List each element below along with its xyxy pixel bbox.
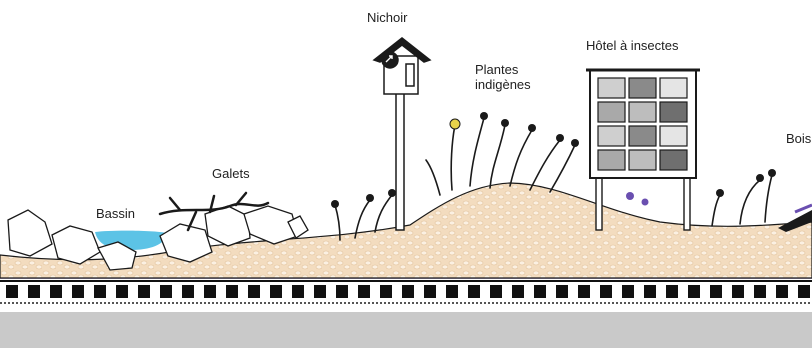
label-plantes-line1: Plantes — [475, 62, 531, 77]
drainage-block — [446, 285, 458, 298]
drainage-block — [138, 285, 150, 298]
hotel-cell — [660, 126, 687, 146]
drainage-block — [468, 285, 480, 298]
label-galets: Galets — [212, 166, 250, 181]
drainage-block — [688, 285, 700, 298]
drainage-block — [358, 285, 370, 298]
drainage-block — [314, 285, 326, 298]
birdhouse-icon — [374, 38, 430, 230]
hotel-cell — [660, 78, 687, 98]
drainage-block — [600, 285, 612, 298]
hotel-cell — [629, 126, 656, 146]
hotel-cell — [598, 78, 625, 98]
drainage-block — [380, 285, 392, 298]
drainage-block — [204, 285, 216, 298]
drainage-blocks — [6, 285, 810, 298]
drainage-block — [116, 285, 128, 298]
drainage-block — [644, 285, 656, 298]
drainage-block — [776, 285, 788, 298]
drainage-block — [490, 285, 502, 298]
ground-base — [0, 312, 812, 348]
drainage-block — [798, 285, 810, 298]
drainage-block — [578, 285, 590, 298]
drainage-block — [50, 285, 62, 298]
hotel-cell — [629, 78, 656, 98]
hotel-cell — [629, 102, 656, 122]
label-bassin: Bassin — [96, 206, 135, 221]
drainage-block — [732, 285, 744, 298]
label-plantes-line2: indigènes — [475, 77, 531, 92]
hotel-cell — [598, 102, 625, 122]
drainage-block — [336, 285, 348, 298]
drainage-block — [534, 285, 546, 298]
drainage-block — [424, 285, 436, 298]
hotel-cell — [598, 126, 625, 146]
drainage-block — [182, 285, 194, 298]
drainage-block — [512, 285, 524, 298]
hotel-cell — [598, 150, 625, 170]
drainage-block — [270, 285, 282, 298]
drainage-block — [622, 285, 634, 298]
hotel-cell — [660, 102, 687, 122]
drainage-block — [226, 285, 238, 298]
drainage-block — [292, 285, 304, 298]
drainage-block — [28, 285, 40, 298]
label-bois: Bois — [786, 131, 811, 146]
label-plantes-indigenes: Plantes indigènes — [475, 62, 531, 92]
drainage-block — [402, 285, 414, 298]
drainage-block — [72, 285, 84, 298]
drainage-block — [666, 285, 678, 298]
drainage-block — [6, 285, 18, 298]
label-hotel-insectes: Hôtel à insectes — [586, 38, 679, 53]
hotel-cell — [660, 150, 687, 170]
drainage-block — [160, 285, 172, 298]
drainage-block — [248, 285, 260, 298]
drainage-block — [754, 285, 766, 298]
drainage-block — [556, 285, 568, 298]
label-nichoir: Nichoir — [367, 10, 407, 25]
hotel-cell — [629, 150, 656, 170]
drainage-block — [94, 285, 106, 298]
drainage-block — [710, 285, 722, 298]
